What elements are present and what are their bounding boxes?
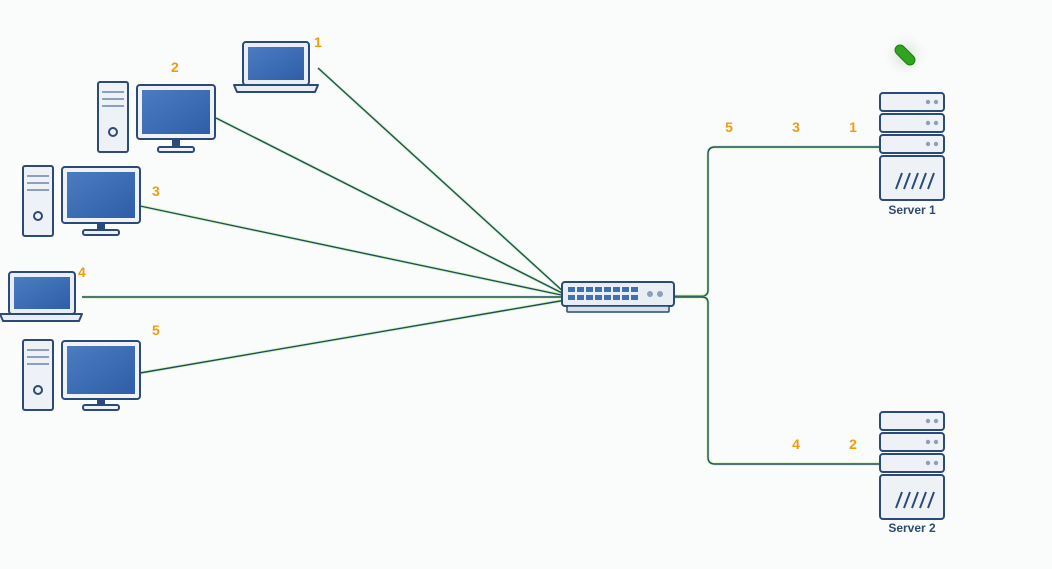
server-2-label: Server 2 <box>888 521 936 535</box>
server-1-incoming-number: 5 <box>725 119 733 135</box>
desktop-computer-icon[interactable] <box>97 81 216 153</box>
green-status-capsule-icon <box>881 31 929 79</box>
client-4-number: 4 <box>78 264 86 280</box>
network-switch-icon[interactable] <box>561 281 675 313</box>
client-1-number: 1 <box>314 34 322 50</box>
server-2-incoming-number: 4 <box>792 436 800 452</box>
link-client-3 <box>139 204 567 298</box>
link-server-2 <box>674 295 880 466</box>
laptop-icon[interactable] <box>0 271 83 322</box>
link-client-2 <box>215 116 567 297</box>
link-client-1 <box>316 66 568 296</box>
laptop-icon[interactable] <box>233 41 319 93</box>
client-2-number: 2 <box>171 59 179 75</box>
client-3-number: 3 <box>152 183 160 199</box>
server-1-label: Server 1 <box>888 203 936 217</box>
server-1-incoming-number: 1 <box>849 119 857 135</box>
desktop-computer-icon[interactable] <box>22 339 141 411</box>
server-1-incoming-number: 3 <box>792 119 800 135</box>
server-2-incoming-number: 2 <box>849 436 857 452</box>
server-rack-icon[interactable] <box>879 92 945 201</box>
client-5-number: 5 <box>152 322 160 338</box>
link-client-5 <box>139 298 567 375</box>
server-rack-icon[interactable] <box>879 411 945 520</box>
desktop-computer-icon[interactable] <box>22 165 141 237</box>
link-server-1 <box>674 145 880 298</box>
client-to-switch-links <box>82 66 568 375</box>
switch-to-server-links <box>674 145 880 466</box>
